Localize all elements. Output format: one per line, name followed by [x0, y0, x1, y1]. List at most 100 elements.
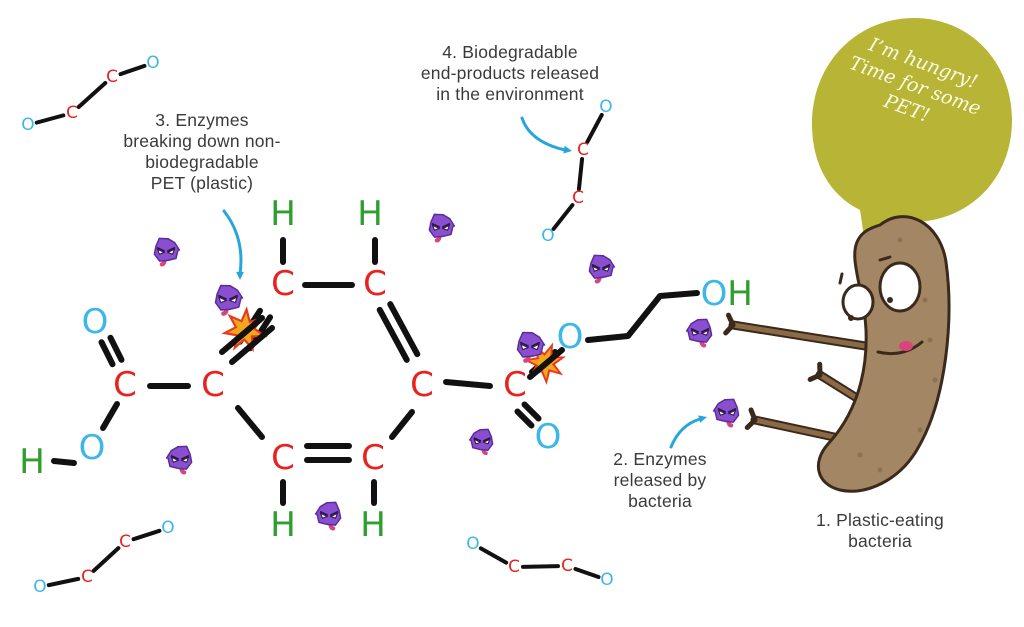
atom-hydrogen: H — [270, 505, 296, 545]
enzyme-eye — [520, 343, 530, 351]
bacterium-mouth — [876, 340, 924, 356]
enzyme-eye — [329, 512, 339, 519]
bacterium-spot — [857, 452, 863, 458]
enzyme-brow — [319, 510, 329, 516]
enzyme — [428, 213, 456, 243]
enzyme-body — [712, 398, 740, 423]
atom-carbon: C — [561, 556, 573, 576]
enzyme-brow — [690, 327, 700, 333]
atom-oxygen: O — [146, 53, 159, 73]
bond-ring-ester — [443, 379, 493, 389]
enzyme — [214, 284, 244, 316]
enzyme-brow — [329, 510, 339, 516]
bacterium-eye-left — [841, 283, 875, 321]
bond-glycol-chain — [585, 290, 700, 343]
bacterium-spot — [927, 337, 933, 343]
atom-oxygen: O — [33, 577, 46, 597]
small-bond — [131, 528, 162, 542]
small-bond — [76, 81, 108, 109]
enzyme-eye — [218, 296, 228, 304]
bacterium-eyebrow-left — [838, 272, 844, 285]
atom-carbon: C — [113, 365, 137, 405]
enzyme-eye — [228, 296, 238, 304]
explosions-layer — [219, 306, 566, 385]
arrow-step-2 — [669, 417, 702, 449]
atom-oxygen: O — [21, 115, 34, 135]
enzyme-eye — [170, 456, 180, 463]
enzyme — [468, 428, 494, 456]
enzyme-body — [314, 501, 342, 526]
speech-bubble — [812, 18, 1012, 250]
enzyme-eye — [530, 343, 540, 351]
enzyme-brow — [700, 327, 710, 333]
atom-hydrogen: H — [360, 505, 386, 545]
enzyme-body — [685, 318, 713, 343]
bonds-layer — [51, 237, 700, 506]
bacterium-pupil-right — [887, 297, 893, 303]
enzyme-brow — [717, 407, 727, 413]
speech-bubble-shape — [812, 18, 1012, 250]
small-bond — [551, 203, 575, 231]
enzyme — [153, 237, 181, 267]
bacterium-spot — [932, 377, 938, 383]
bond-ring-lower-right — [389, 409, 415, 440]
enzyme-eye — [482, 438, 491, 445]
enzyme — [314, 501, 342, 531]
atom-carbon: C — [66, 103, 78, 123]
enzyme-eye — [717, 409, 727, 416]
atom-carbon: C — [363, 264, 387, 304]
small-bond — [46, 576, 81, 588]
atom-oxygen: O — [599, 97, 612, 117]
bacterium-pupil-left — [848, 315, 854, 321]
atom-oxygen: O — [79, 428, 106, 468]
atom-carbon: C — [577, 140, 589, 160]
arrow-step-4 — [520, 116, 567, 152]
small-bond — [573, 566, 601, 580]
bacterium-eyebrow — [878, 255, 892, 262]
bacterium-spot — [917, 427, 923, 433]
bacterium — [723, 215, 951, 493]
bond-acid-single-o — [100, 401, 120, 431]
atom-carbon: C — [81, 567, 93, 587]
atom-hydrogen: H — [357, 194, 383, 234]
atom-hydrogen: H — [270, 194, 296, 234]
enzyme-body — [588, 254, 616, 279]
atom-carbon: C — [410, 365, 434, 405]
bacterium-arm-upper — [730, 322, 881, 351]
small-bond — [118, 63, 147, 77]
atom-oxygen: O — [466, 534, 479, 554]
enzyme-eye — [441, 224, 451, 231]
arrow-step-2-head — [698, 415, 707, 423]
enzyme — [685, 318, 713, 348]
atom-oxygen-hydroxyl: O — [701, 274, 728, 314]
enzyme-body — [428, 213, 456, 238]
enzyme-brow — [170, 454, 180, 460]
atom-carbon: C — [271, 264, 295, 304]
enzyme — [165, 445, 193, 475]
bond-ring-lower-left — [235, 405, 265, 440]
enzyme-eye — [180, 456, 190, 463]
enzyme-brow — [530, 341, 541, 348]
arrow-step-3-head — [236, 271, 244, 280]
atom-oxygen: O — [535, 417, 562, 457]
enzyme-brow — [228, 294, 239, 301]
bacterium-spot — [877, 467, 883, 473]
enzyme — [516, 331, 546, 363]
atom-oxygen: O — [600, 570, 613, 590]
bond-cut-right — [527, 347, 565, 380]
enzyme-eye — [473, 438, 482, 445]
enzyme-brow — [441, 222, 451, 228]
enzyme-brow — [166, 246, 176, 252]
enzyme-brow — [473, 437, 482, 442]
enzyme-eye — [156, 248, 166, 255]
bacterium-spot — [922, 297, 928, 303]
bond-ring-double-right — [387, 301, 421, 358]
atom-oxygen: O — [82, 302, 109, 342]
enzyme-eye — [591, 265, 601, 272]
small-bond — [91, 546, 121, 573]
atom-oxygen: O — [541, 226, 554, 246]
